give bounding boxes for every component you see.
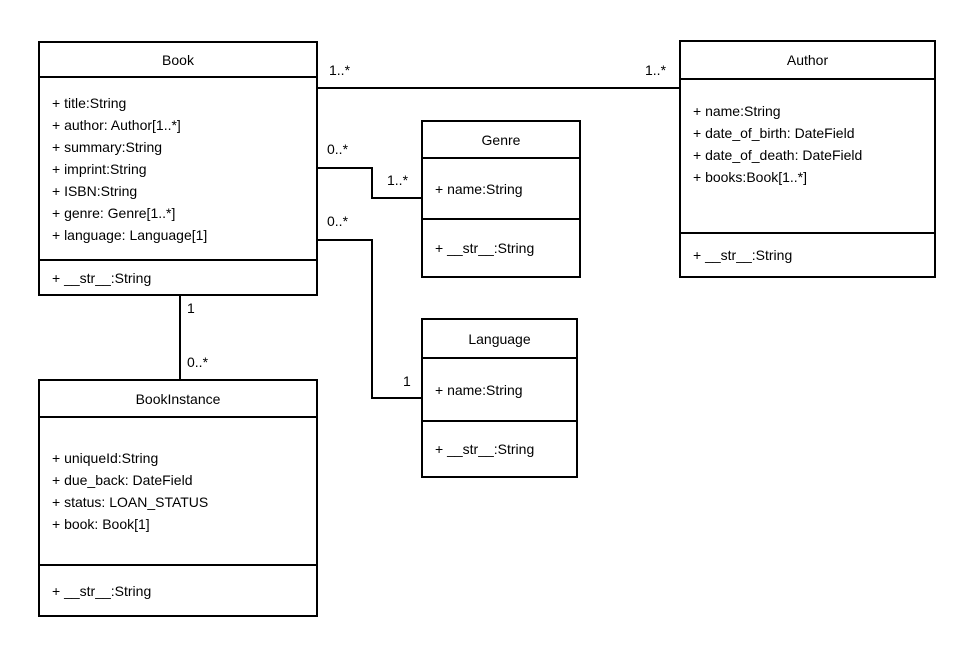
association-book-language-segment	[371, 239, 373, 399]
association-book-genre-segment	[318, 167, 373, 169]
class-title: Book	[40, 43, 316, 78]
method: + __str__:String	[52, 582, 152, 599]
attribute: + author: Author[1..*]	[52, 116, 181, 133]
class-methods: + __str__:String	[40, 261, 316, 294]
method: + __str__:String	[52, 269, 152, 286]
attribute: + book: Book[1]	[52, 516, 150, 532]
class-attributes: + uniqueId:String + due_back: DateField …	[40, 418, 316, 566]
multiplicity-label: 1..*	[386, 172, 410, 188]
attribute: + date_of_birth: DateField	[693, 125, 855, 141]
class-methods: + __str__:String	[681, 234, 934, 276]
attribute: + due_back: DateField	[52, 472, 193, 488]
class-methods: + __str__:String	[423, 220, 579, 276]
class-box-genre: Genre + name:String + __str__:String	[421, 120, 581, 278]
association-book-language-segment	[371, 397, 421, 399]
association-book-language-segment	[318, 239, 373, 241]
attribute: + books:Book[1..*]	[693, 169, 808, 185]
class-title: Author	[681, 42, 934, 80]
class-attributes: + name:String	[423, 359, 576, 422]
class-methods: + __str__:String	[423, 422, 576, 476]
attribute: + summary:String	[52, 138, 163, 155]
class-attributes: + name:String + date_of_birth: DateField…	[681, 80, 934, 234]
association-book-genre-segment	[371, 167, 373, 199]
method: + __str__:String	[435, 240, 535, 256]
attribute: + ISBN:String	[52, 182, 138, 199]
attribute: + name:String	[693, 103, 781, 119]
attribute: + name:String	[435, 180, 523, 197]
multiplicity-label: 1	[402, 373, 412, 389]
association-book-bookinstance	[179, 296, 181, 379]
class-title: Genre	[423, 122, 579, 159]
class-box-author: Author + name:String + date_of_birth: Da…	[679, 40, 936, 278]
class-box-bookinstance: BookInstance + uniqueId:String + due_bac…	[38, 379, 318, 617]
method: + __str__:String	[693, 247, 793, 263]
attribute: + date_of_death: DateField	[693, 147, 863, 163]
method: + __str__:String	[435, 441, 535, 457]
attribute: + title:String	[52, 94, 127, 111]
class-attributes: + name:String	[423, 159, 579, 220]
attribute: + name:String	[435, 381, 523, 398]
class-attributes: + title:String + author: Author[1..*] + …	[40, 78, 316, 261]
multiplicity-label: 1..*	[644, 62, 668, 78]
class-methods: + __str__:String	[40, 566, 316, 615]
attribute: + language: Language[1]	[52, 226, 208, 243]
multiplicity-label: 0..*	[326, 141, 350, 157]
multiplicity-label: 1..*	[328, 62, 352, 78]
attribute: + status: LOAN_STATUS	[52, 494, 209, 510]
class-box-book: Book + title:String + author: Author[1..…	[38, 41, 318, 296]
class-title: BookInstance	[40, 381, 316, 418]
class-title: Language	[423, 320, 576, 359]
attribute: + genre: Genre[1..*]	[52, 204, 176, 221]
attribute: + imprint:String	[52, 160, 147, 177]
multiplicity-label: 1	[186, 300, 196, 316]
association-book-genre-segment	[371, 197, 421, 199]
attribute: + uniqueId:String	[52, 450, 159, 466]
association-book-author	[318, 87, 679, 89]
multiplicity-label: 0..*	[186, 354, 210, 370]
multiplicity-label: 0..*	[326, 213, 350, 229]
class-box-language: Language + name:String + __str__:String	[421, 318, 578, 478]
